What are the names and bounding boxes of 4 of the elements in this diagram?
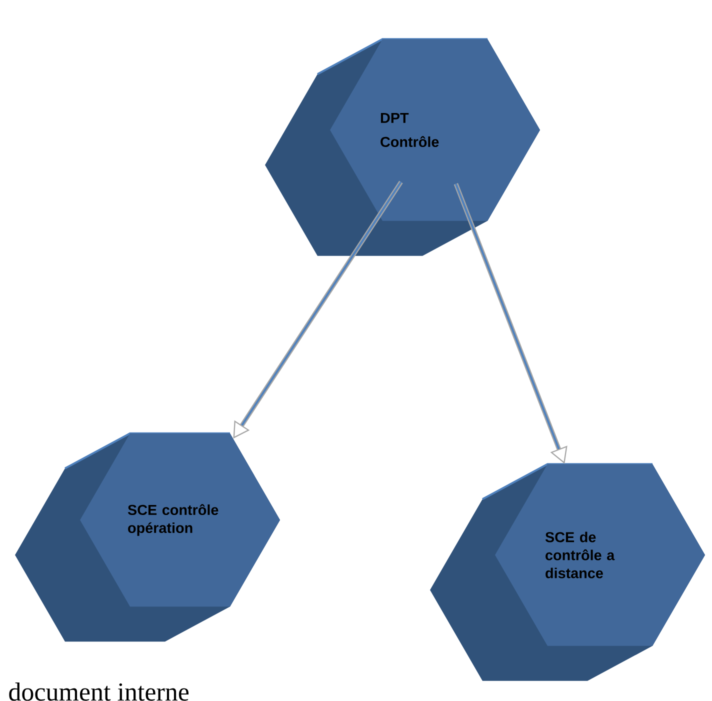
hexagon-prism: SCE de contrôle a distance	[430, 463, 705, 681]
caption: document interne	[9, 682, 189, 701]
hexagon-prism: DPT Contrôle	[265, 38, 540, 256]
hexagon-prism: SCE contrôle opération	[15, 432, 280, 642]
